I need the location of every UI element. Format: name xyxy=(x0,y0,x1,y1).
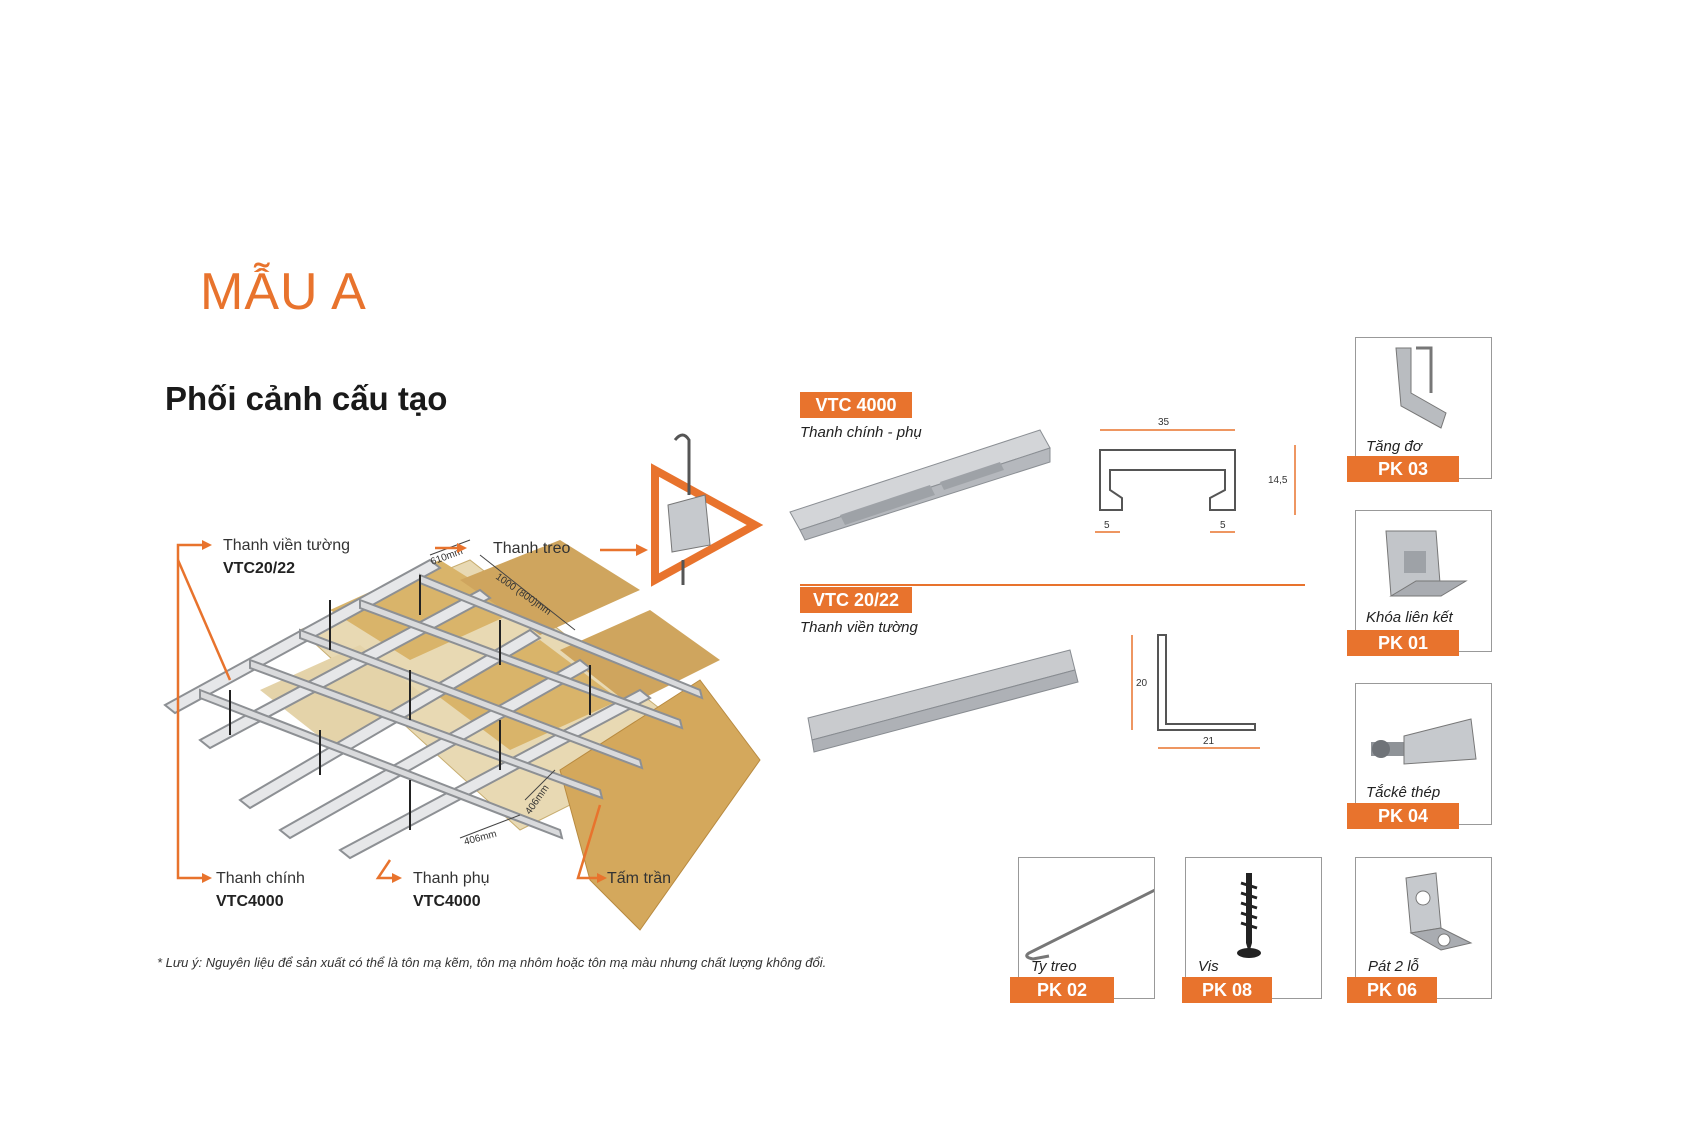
accessory-card-pk01: Khóa liên kết xyxy=(1355,510,1492,652)
hanger-clip-illustration xyxy=(651,433,764,587)
vtc2022-bar-illustration xyxy=(807,649,1079,753)
label-panel: Tấm trần xyxy=(607,870,672,887)
accessory-card-pk02: Ty treo xyxy=(1018,857,1155,999)
vtc2022-dim-height: 20 xyxy=(1136,678,1148,689)
accessory-card-pk04: Tắckê thép xyxy=(1355,683,1492,825)
vtc2022-description: Thanh viền tường xyxy=(800,619,918,636)
accessory-name: Vis xyxy=(1198,958,1219,975)
vtc2022-dim-width: 21 xyxy=(1203,736,1215,747)
accessory-code: PK 06 xyxy=(1347,977,1437,1003)
vtc4000-dim-height: 14,5 xyxy=(1268,475,1288,486)
page-title: Phối cảnh cấu tạo xyxy=(165,380,448,417)
label-main-bar-code: VTC4000 xyxy=(216,893,284,910)
vtc4000-dim-right-lip: 5 xyxy=(1220,520,1226,531)
vtc2022-tag: VTC 20/22 xyxy=(800,587,912,613)
label-main-bar: Thanh chính xyxy=(216,870,305,887)
accessory-name: Tắckê thép xyxy=(1366,784,1441,801)
vtc4000-profile xyxy=(1099,449,1236,511)
vtc4000-dim-width: 35 xyxy=(1158,417,1170,428)
design-label: MẪU A xyxy=(200,263,367,321)
label-sub-bar: Thanh phụ xyxy=(413,870,490,887)
accessory-name: Tăng đơ xyxy=(1366,438,1422,455)
leader-lines xyxy=(176,543,640,880)
hanger-rod-icon xyxy=(1025,888,1154,961)
accessory-card-pk03: Tăng đơ xyxy=(1355,337,1492,479)
connector-clip-icon xyxy=(1385,530,1468,597)
angle-bracket-icon xyxy=(1405,872,1473,951)
accessory-card-pk08: Vis xyxy=(1185,857,1322,999)
accessory-code: PK 03 xyxy=(1347,456,1459,482)
accessory-name: Khóa liên kết xyxy=(1366,609,1453,626)
accessory-code: PK 08 xyxy=(1182,977,1272,1003)
leader-arrowheads xyxy=(202,540,648,883)
accessory-name: Ty treo xyxy=(1031,958,1077,975)
label-wall-edge-code: VTC20/22 xyxy=(223,560,296,577)
vtc4000-dim-left-lip: 5 xyxy=(1104,520,1110,531)
accessory-name: Pát 2 lỗ xyxy=(1368,958,1419,975)
dim-406-a: 406mm xyxy=(463,829,498,848)
vtc2022-profile xyxy=(1157,634,1256,731)
accessory-code: PK 01 xyxy=(1347,630,1459,656)
label-wall-edge: Thanh viền tường xyxy=(223,537,351,554)
label-hanger: Thanh treo xyxy=(493,540,571,557)
turnbuckle-icon xyxy=(1395,346,1447,429)
accessory-code: PK 02 xyxy=(1010,977,1114,1003)
vtc2022-dimensions xyxy=(1131,635,1260,749)
accessory-code: PK 04 xyxy=(1347,803,1459,829)
anchor-bolt-icon xyxy=(1371,718,1477,765)
material-note: * Lưu ý: Nguyên liệu để sản xuất có thể … xyxy=(157,955,827,970)
screw-icon xyxy=(1237,873,1261,958)
vtc4000-dimensions xyxy=(1095,429,1296,533)
ceiling-grid-illustration: 610mm 1000 (800)mm 406mm 406mm xyxy=(163,539,761,931)
vtc4000-bar-illustration xyxy=(789,429,1051,541)
accessory-card-pk06: Pát 2 lỗ xyxy=(1355,857,1492,999)
label-sub-bar-code: VTC4000 xyxy=(413,893,481,910)
vtc4000-tag: VTC 4000 xyxy=(800,392,912,418)
vtc4000-description: Thanh chính - phụ xyxy=(800,424,922,441)
